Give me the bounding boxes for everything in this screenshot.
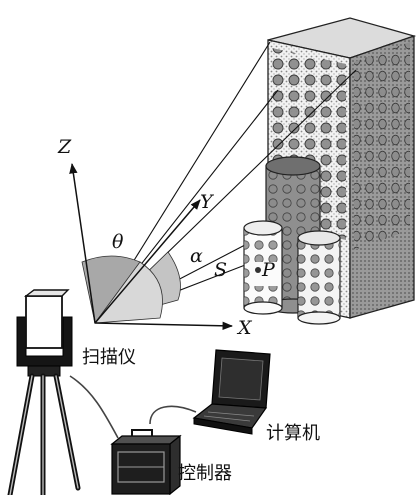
controller-label: 控制器	[178, 463, 232, 484]
z-axis	[69, 162, 96, 324]
computer-label: 计算机	[266, 423, 320, 444]
theta-label: θ	[112, 231, 124, 253]
y-axis-label: Y	[200, 191, 215, 213]
control-box-handle	[131, 429, 153, 436]
building-side-windows	[354, 42, 410, 250]
scanner	[7, 289, 81, 495]
x-axis	[94, 321, 234, 330]
z-axis-label: Z	[57, 136, 72, 158]
control-box	[110, 429, 182, 495]
point-p-label: P	[261, 259, 276, 281]
x-axis-label: X	[236, 317, 253, 339]
scanner-label: 扫描仪	[82, 347, 136, 368]
scanner-head	[25, 295, 63, 349]
cables	[69, 375, 197, 439]
y-axis	[94, 199, 201, 324]
range-s-label: S	[214, 259, 227, 281]
point-p-marker	[255, 267, 261, 273]
coordinate-axes	[69, 162, 234, 330]
front-cylinder	[243, 220, 283, 315]
right-cylinder	[297, 230, 341, 325]
scanner-head-top	[23, 289, 70, 297]
base-sector	[94, 261, 163, 324]
tripod-legs	[7, 373, 81, 495]
angle-sectors	[81, 251, 181, 324]
alpha-label: α	[190, 245, 203, 267]
laptop	[192, 349, 271, 435]
